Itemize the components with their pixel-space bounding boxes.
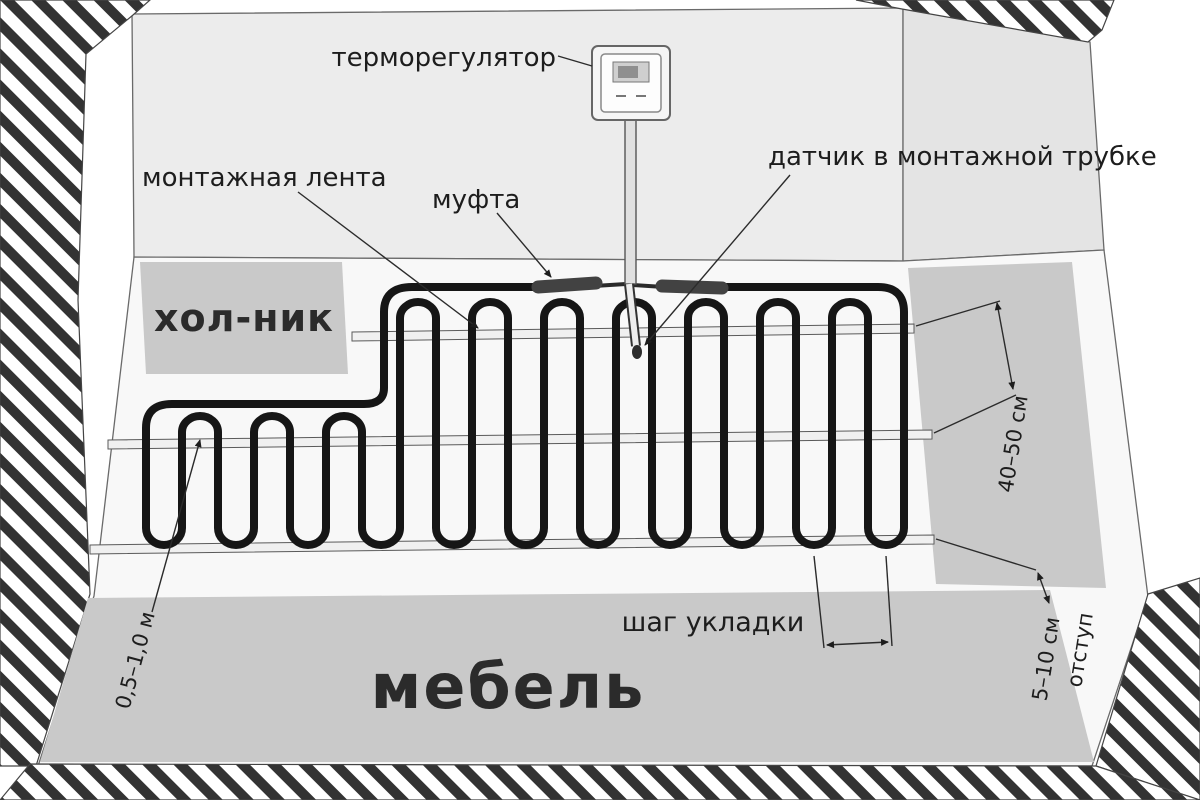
dim-laying-step xyxy=(826,638,889,649)
label-mounting-tape: монтажная лента xyxy=(142,163,387,193)
label-coupling: муфта xyxy=(432,185,520,215)
ext-line-tape3 xyxy=(935,538,1037,571)
wall-conduit xyxy=(624,119,637,285)
fridge-zone xyxy=(140,262,348,374)
leader-loop-note xyxy=(151,439,202,613)
furniture-zone xyxy=(40,590,1094,762)
label-laying-step: шаг укладки xyxy=(622,607,805,638)
floor-sensor xyxy=(632,345,642,359)
sensor-tube xyxy=(624,283,642,359)
ext-line-step-left xyxy=(813,555,825,649)
right-wall xyxy=(902,7,1105,262)
label-thermostat: терморегулятор xyxy=(331,43,556,73)
right-keepout-zone xyxy=(908,262,1106,588)
hatch-bottom-wall xyxy=(0,763,1200,800)
coupling-right xyxy=(655,279,729,295)
ext-line-step-right xyxy=(885,555,893,647)
label-sensor: датчик в монтажной трубке xyxy=(768,142,1157,172)
leader-mounting-tape xyxy=(297,191,479,329)
hatch-top-right-wall xyxy=(855,0,1115,43)
label-fridge-zone: хол-ник xyxy=(154,296,334,340)
dim-edge-offset xyxy=(1037,572,1050,604)
leader-thermostat xyxy=(557,55,593,67)
heating-cable xyxy=(142,283,908,549)
leader-coupling xyxy=(496,212,552,278)
ext-line-tape1 xyxy=(915,300,1001,327)
dim-tape-spacing xyxy=(994,302,1016,390)
leader-sensor xyxy=(644,174,791,346)
hatch-left-wall xyxy=(0,0,151,767)
hatch-bottom-right-wall xyxy=(1095,577,1200,800)
label-furniture-zone: мебель xyxy=(371,650,646,723)
coupling-left xyxy=(531,276,603,294)
ext-line-tape2 xyxy=(933,394,1017,434)
thermostat-device xyxy=(591,45,671,121)
